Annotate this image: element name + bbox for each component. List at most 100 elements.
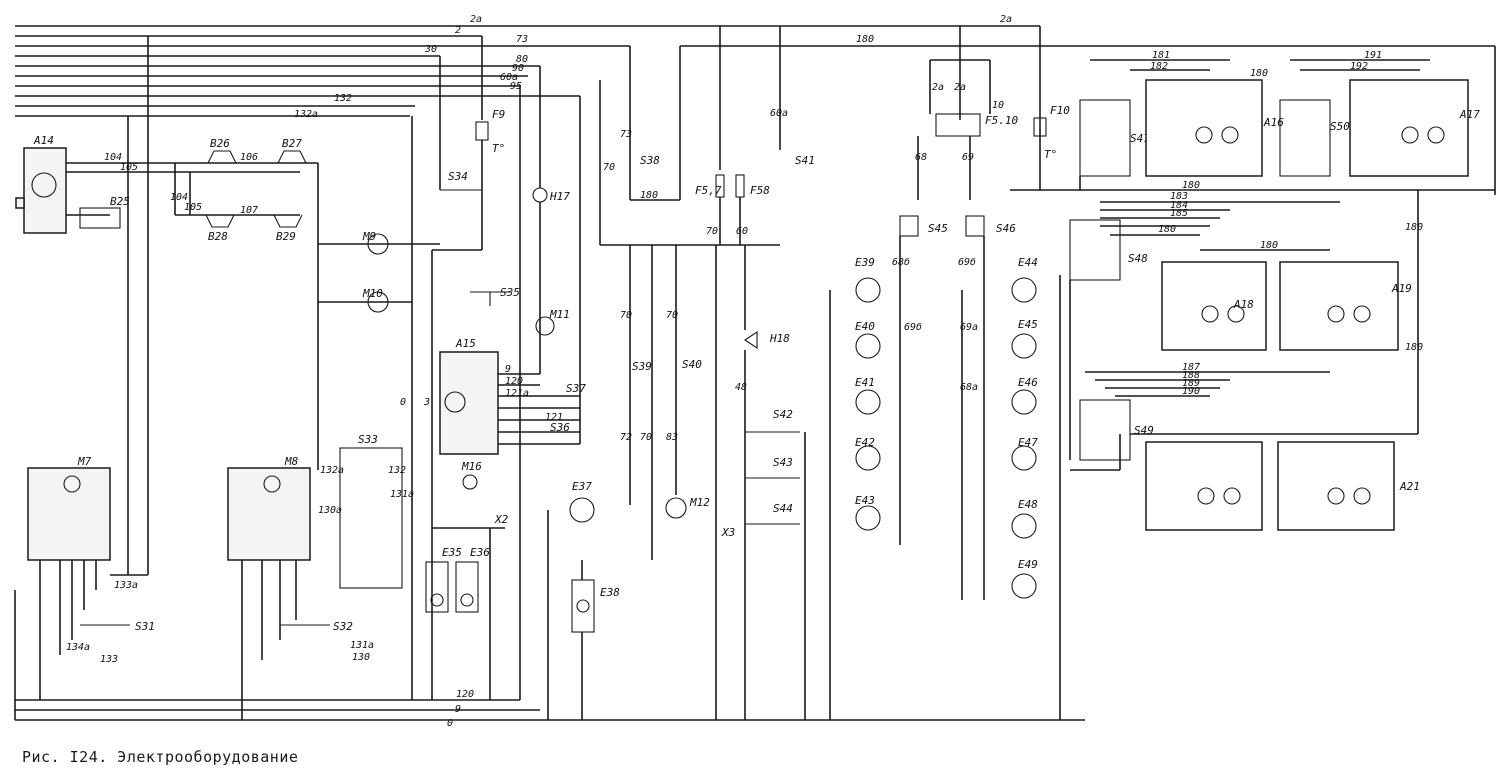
heater-a18: A18 — [1161, 261, 1267, 351]
heater-a17: A17 — [1349, 79, 1480, 177]
svg-text:132: 132 — [388, 465, 406, 476]
lamp-e35: E35 — [425, 546, 462, 613]
svg-text:M11: M11 — [549, 308, 570, 321]
svg-text:133a: 133a — [114, 580, 138, 591]
svg-text:S43: S43 — [773, 456, 793, 469]
svg-text:80: 80 — [516, 54, 528, 65]
svg-text:95: 95 — [510, 81, 522, 92]
svg-text:S47: S47 — [1130, 132, 1150, 145]
switch-s43: S43 — [745, 456, 800, 479]
svg-text:S42: S42 — [773, 408, 793, 421]
svg-text:E38: E38 — [600, 586, 620, 599]
svg-text:107: 107 — [240, 205, 258, 216]
svg-text:S35: S35 — [500, 286, 520, 299]
svg-text:190: 190 — [1182, 386, 1200, 397]
svg-text:181: 181 — [1152, 50, 1170, 61]
svg-text:131a: 131a — [390, 489, 414, 500]
pump-m16: M16 — [461, 460, 482, 490]
svg-text:48: 48 — [735, 382, 747, 393]
svg-text:S32: S32 — [333, 620, 353, 633]
lamp-e41: E41 — [855, 376, 881, 415]
heater-a21: A21 — [1277, 441, 1420, 531]
svg-text:E39: E39 — [855, 256, 875, 269]
svg-text:S31: S31 — [135, 620, 155, 633]
lamp-e37: E37 — [569, 480, 595, 523]
svg-text:191: 191 — [1364, 50, 1382, 61]
fuse-f9: F9 T° — [475, 108, 505, 155]
svg-text:185: 185 — [1170, 208, 1188, 219]
svg-text:130: 130 — [352, 652, 370, 663]
radio-a14: A14 — [15, 134, 67, 234]
svg-text:E42: E42 — [855, 436, 875, 449]
svg-text:69: 69 — [962, 152, 974, 163]
svg-text:A16: A16 — [1263, 116, 1284, 129]
heater-wiring: 181 182 191 192 180 183 184 185 180 180 … — [1069, 50, 1430, 471]
antenna-b25: B25 — [79, 195, 130, 229]
svg-text:73: 73 — [620, 129, 632, 140]
svg-text:188: 188 — [1182, 370, 1200, 381]
connector-x3: X3 — [721, 526, 735, 539]
svg-text:180: 180 — [1405, 222, 1423, 233]
svg-text:104: 104 — [104, 152, 122, 163]
switch-s49: S49 — [1079, 399, 1154, 461]
svg-text:0: 0 — [400, 397, 406, 408]
switch-s38: S38 73 180 — [620, 129, 660, 201]
motor-m10: M10 — [318, 287, 412, 313]
svg-text:90: 90 — [512, 63, 524, 74]
svg-text:3: 3 — [423, 397, 430, 408]
svg-text:105: 105 — [120, 162, 138, 173]
svg-text:68: 68 — [915, 152, 927, 163]
lamp-e36: E36 — [455, 546, 490, 613]
svg-text:2: 2 — [455, 25, 461, 36]
svg-text:69б: 69б — [904, 321, 922, 333]
fuse-f58: F58 — [735, 174, 770, 198]
svg-text:2a: 2a — [1000, 14, 1012, 25]
switch-s46: S46 — [965, 215, 1016, 237]
svg-text:M7: M7 — [77, 455, 92, 468]
svg-text:132: 132 — [334, 93, 352, 104]
svg-text:E36: E36 — [470, 546, 490, 559]
svg-text:180: 180 — [640, 190, 658, 201]
svg-text:B28: B28 — [208, 230, 228, 243]
svg-text:2a: 2a — [932, 82, 944, 93]
switch-s34: S34 — [440, 170, 482, 191]
lamp-e40: E40 — [855, 320, 881, 359]
svg-text:120: 120 — [456, 689, 474, 700]
svg-text:E40: E40 — [855, 320, 875, 333]
svg-text:F9: F9 — [492, 108, 505, 121]
svg-text:T°: T° — [1044, 148, 1057, 161]
svg-text:60a: 60a — [500, 72, 518, 83]
svg-text:131a: 131a — [350, 640, 374, 651]
lamp-e44: E44 — [1011, 256, 1038, 303]
lamp-e38: E38 — [571, 579, 620, 633]
svg-text:E46: E46 — [1018, 376, 1038, 389]
lamp-e45: E45 — [1011, 318, 1038, 359]
svg-text:183: 183 — [1170, 191, 1188, 202]
svg-text:B26: B26 — [210, 137, 230, 150]
svg-text:132a: 132a — [320, 465, 344, 476]
figure-caption: Рис. I24. Электрооборудование — [22, 748, 299, 766]
svg-text:T°: T° — [492, 142, 505, 155]
svg-text:72: 72 — [620, 432, 632, 443]
svg-text:E37: E37 — [572, 480, 592, 493]
svg-text:M8: M8 — [284, 455, 299, 468]
lamp-e48: E48 — [1011, 498, 1038, 539]
svg-text:S45: S45 — [928, 222, 948, 235]
svg-text:A18: A18 — [1233, 298, 1254, 311]
svg-text:189: 189 — [1182, 378, 1200, 389]
lamp-e39: E39 — [855, 256, 881, 303]
svg-text:70: 70 — [640, 432, 652, 443]
svg-text:182: 182 — [1150, 61, 1168, 72]
svg-text:A21: A21 — [1399, 480, 1420, 493]
bottom-bus-lines — [14, 456, 1085, 721]
svg-text:E43: E43 — [855, 494, 875, 507]
svg-text:S50: S50 — [1330, 120, 1350, 133]
svg-text:70: 70 — [620, 310, 632, 321]
svg-text:M12: M12 — [689, 496, 710, 509]
svg-text:S39: S39 — [632, 360, 652, 373]
switch-s48: S48 — [1069, 219, 1148, 281]
motor-m12: M12 — [665, 496, 710, 519]
svg-text:68б: 68б — [892, 256, 910, 268]
svg-text:S34: S34 — [448, 170, 468, 183]
